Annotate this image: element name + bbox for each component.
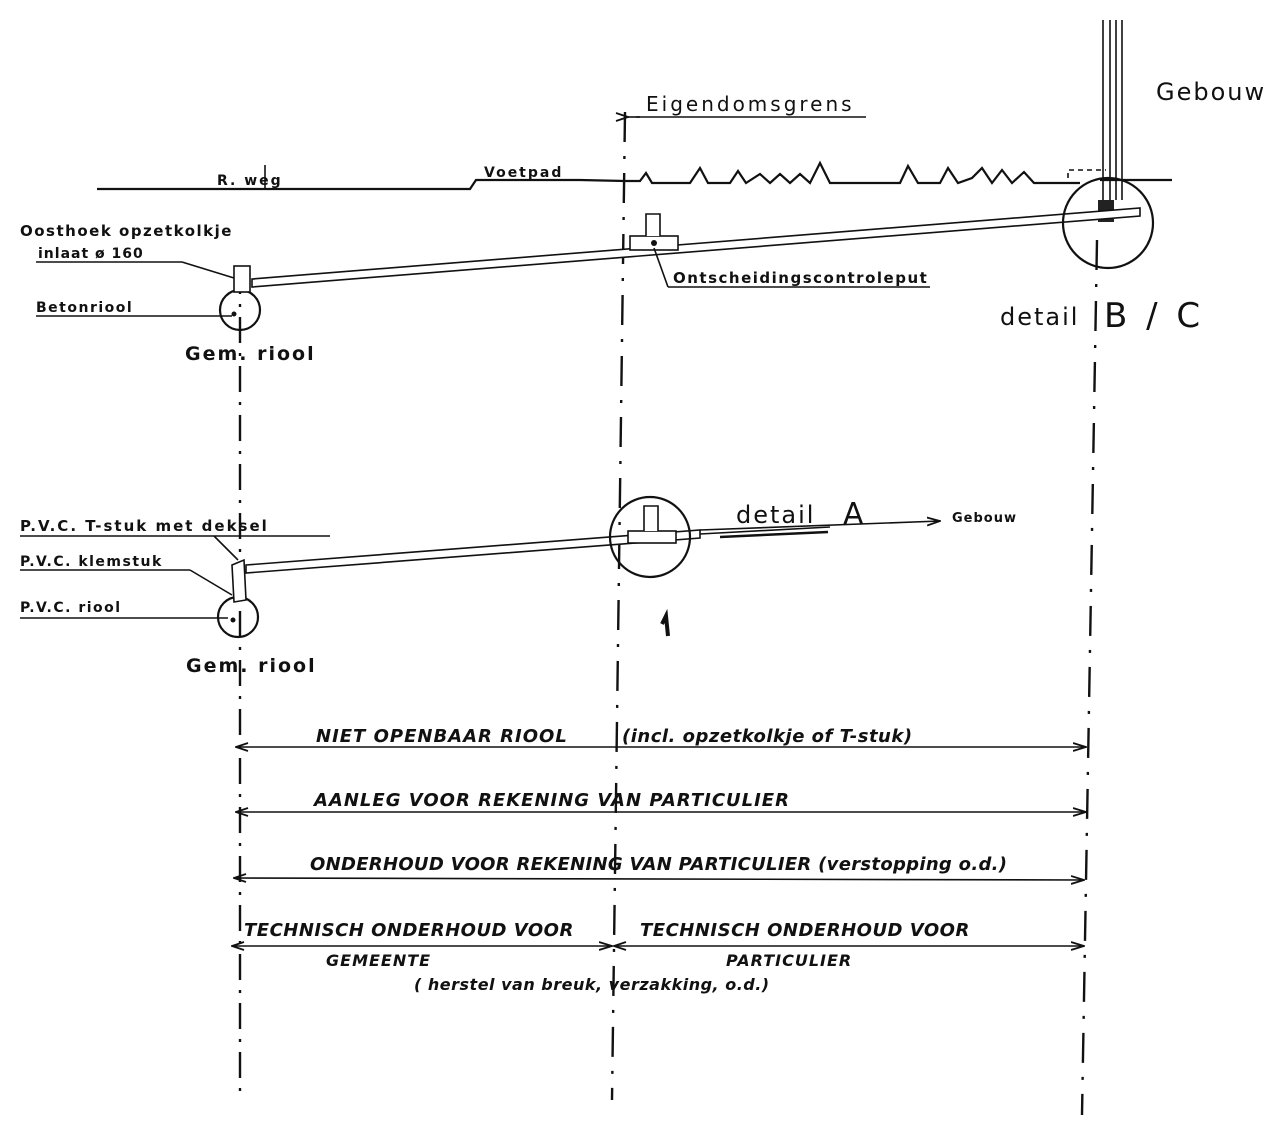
top-section: Gebouw R. weg Voetpad Eigendomsgrens Ont… [20, 20, 1266, 365]
gem-riool-bottom [216, 558, 260, 639]
detail-a-letter: A [843, 497, 864, 532]
ontscheidingsput-label: Ontscheidingscontroleput [673, 269, 928, 287]
onderhoud-label: ONDERHOUD VOOR REKENING VAN PARTICULIER … [310, 854, 1007, 875]
niet-openbaar-label: NIET OPENBAAR RIOOL [316, 726, 568, 747]
dim-onderhoud [234, 878, 1084, 880]
bottom-section: detail A Gebouw P.V.C. T-stuk met deksel… [20, 495, 1017, 677]
gebouw-label: Gebouw [1156, 78, 1266, 106]
detail-bc-letters: B / C [1104, 296, 1204, 336]
detail-a-word: detail [736, 501, 815, 529]
tech-right-label: TECHNISCH ONDERHOUD VOOR [640, 920, 970, 941]
voetpad-label: Voetpad [484, 165, 563, 181]
gem-riool-bottom-label: Gem. riool [186, 655, 317, 677]
oosthoek-label: Oosthoek opzetkolkje [20, 222, 233, 240]
ground-line [97, 160, 1080, 191]
pvc-pipe [245, 529, 701, 574]
gem-riool-top-label: Gem. riool [185, 343, 316, 365]
gem-riool-top [218, 265, 262, 332]
pvc-tstuk-label: P.V.C. T-stuk met deksel [20, 517, 269, 535]
eigendomsgrens-label: Eigendomsgrens [646, 92, 855, 116]
pvc-riool-label: P.V.C. riool [20, 600, 122, 616]
betonriool-label: Betonriool [36, 300, 133, 316]
detail-bc-circle [1061, 176, 1155, 270]
gemeente-label: GEMEENTE [326, 951, 431, 970]
house-connection-pipe [251, 207, 1141, 288]
incl-label: (incl. opzetkolkje of T-stuk) [622, 726, 913, 747]
aanleg-label: AANLEG VOOR REKENING VAN PARTICULIER [312, 790, 790, 811]
dimension-lines: NIET OPENBAAR RIOOL (incl. opzetkolkje o… [232, 726, 1086, 994]
inlaat-label: inlaat ø 160 [38, 246, 144, 262]
herstel-label: ( herstel van breuk, verzakking, o.d.) [414, 975, 770, 994]
particulier-label: PARTICULIER [726, 951, 852, 970]
pvc-klemstuk-label: P.V.C. klemstuk [20, 554, 163, 570]
t-stuk-detail-a [627, 505, 677, 544]
gebouw-bottom-label: Gebouw [952, 511, 1017, 526]
centerline-eigendomsgrens [610, 111, 627, 1101]
tech-left-label: TECHNISCH ONDERHOUD VOOR [244, 920, 574, 941]
control-put [629, 213, 679, 251]
detail-bc-word: detail [1000, 303, 1079, 331]
r-weg-label: R. weg [217, 173, 283, 189]
detail-a-circle [608, 495, 692, 579]
centerline-gebouw [1080, 239, 1099, 1116]
building-wall [1098, 20, 1172, 222]
